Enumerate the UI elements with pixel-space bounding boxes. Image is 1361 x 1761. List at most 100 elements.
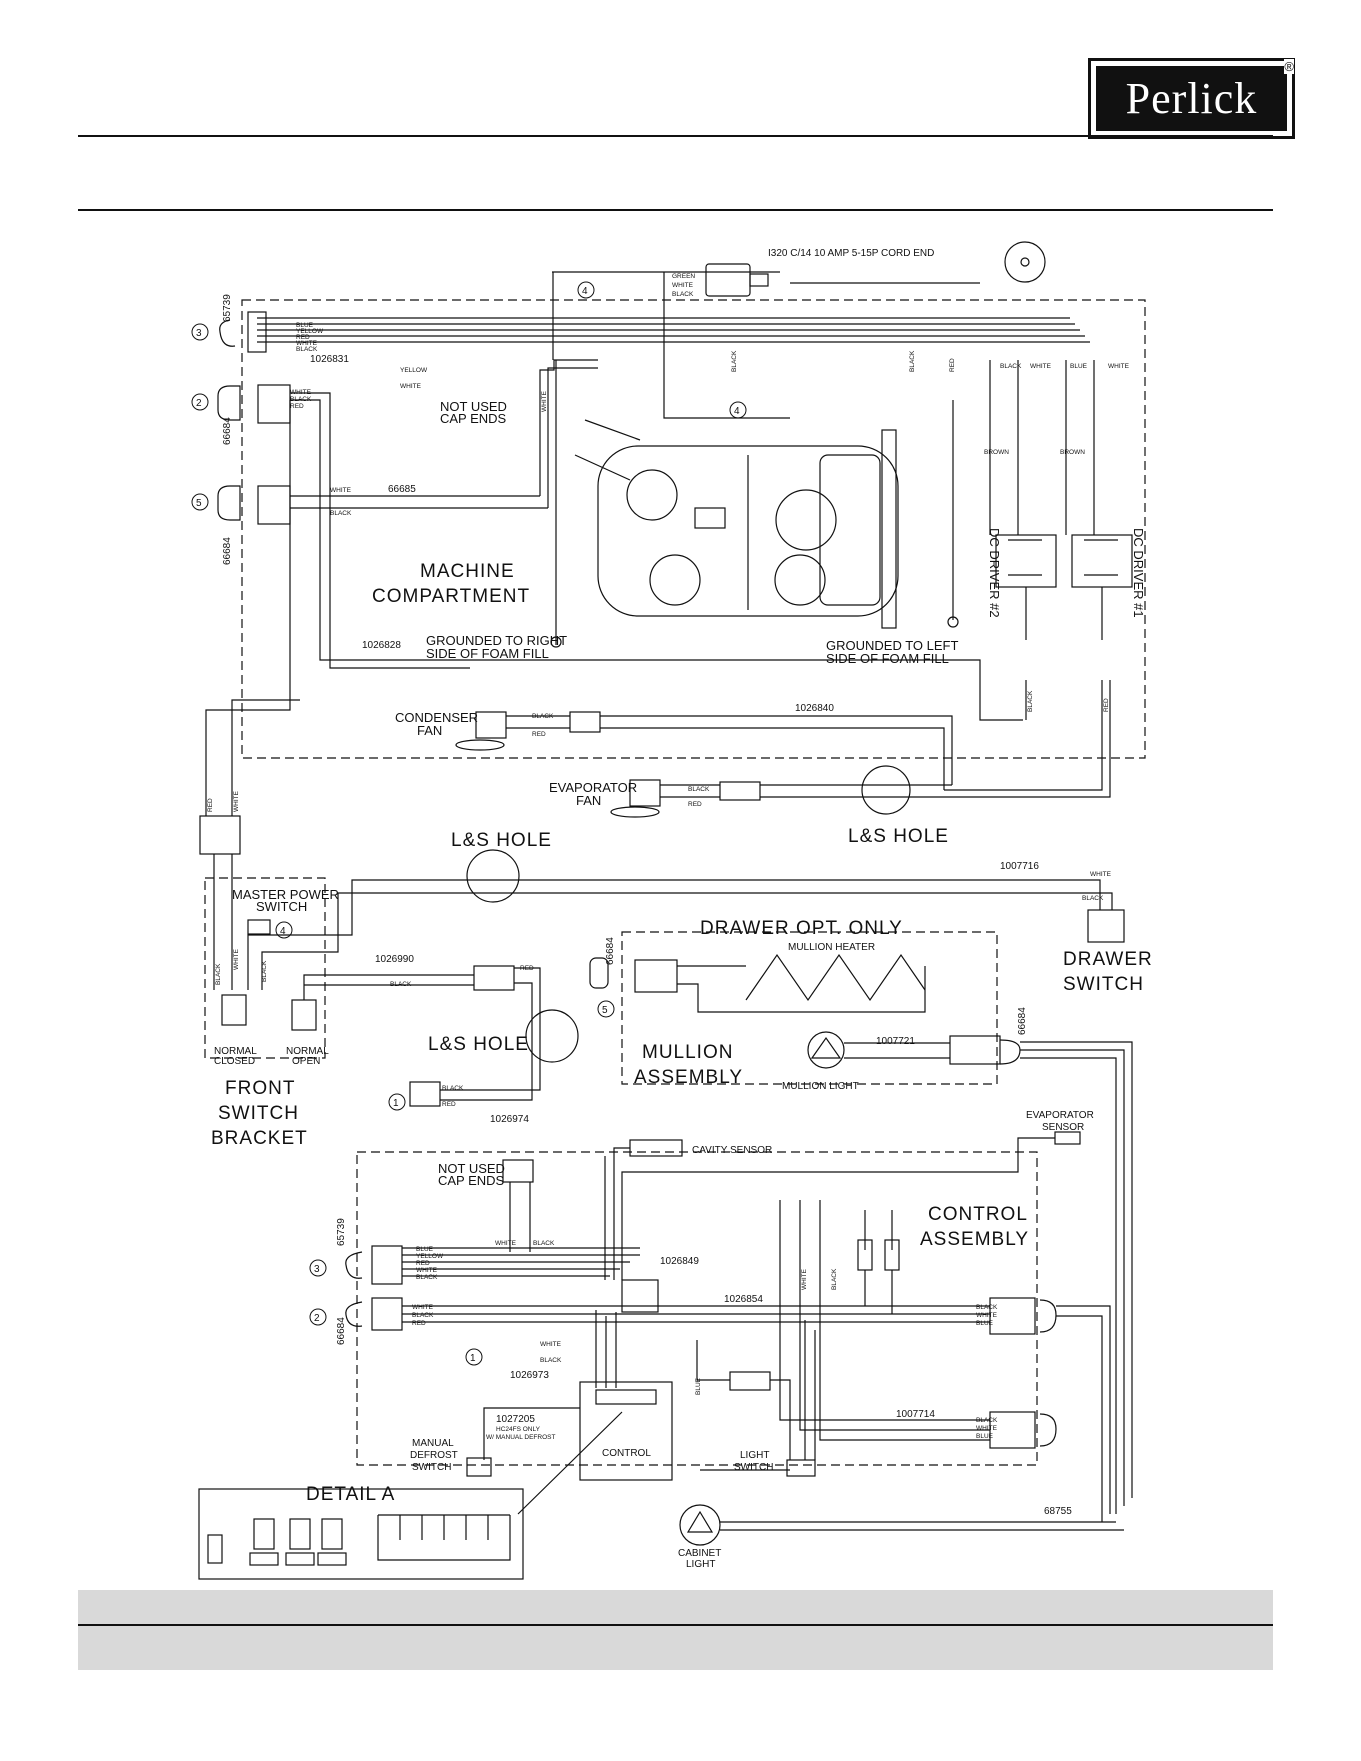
cabinet-light-l2: LIGHT xyxy=(686,1559,715,1570)
master-power-switch-l2: SWITCH xyxy=(256,899,307,914)
normal-closed-l1: NORMAL xyxy=(214,1046,257,1057)
wire-black-cap2: BLACK xyxy=(533,1240,555,1247)
mullion-assembly-l1: MULLION xyxy=(642,1042,733,1063)
ls-hole-3-label: L&S HOLE xyxy=(428,1034,529,1055)
normal-closed-l2: CLOSED xyxy=(214,1056,255,1067)
header-rule-top xyxy=(78,135,1273,137)
wire-black-d2: BLACK xyxy=(1000,363,1022,370)
manual-defrost-l3: SWITCH xyxy=(412,1462,451,1473)
wire-white-d2: WHITE xyxy=(1030,363,1052,370)
evaporator-fan xyxy=(629,779,661,807)
drawer-switch-l2: SWITCH xyxy=(1063,974,1144,995)
wire-blue-ctrl: BLUE xyxy=(416,1246,434,1253)
header-rule-bottom xyxy=(78,209,1273,211)
wire-blue-v12: BLUE xyxy=(695,1377,702,1395)
wire-red-ctrl: RED xyxy=(416,1260,430,1267)
wire-red-bracket: RED xyxy=(520,965,534,972)
footer-rule xyxy=(78,1624,1273,1626)
wire-red-evap: RED xyxy=(688,801,702,808)
control-connector-board xyxy=(621,1279,659,1313)
part-66684-control: 66684 xyxy=(336,1317,347,1345)
callout-4-ground: 4 xyxy=(734,406,740,417)
wire-black-v6: BLACK xyxy=(909,350,916,372)
wire-black-cond: BLACK xyxy=(532,713,554,720)
normal-closed-switch xyxy=(221,994,247,1026)
control-label: CONTROL xyxy=(602,1448,651,1459)
mullion-light-label: MULLION LIGHT xyxy=(782,1081,859,1092)
mullion-connector xyxy=(589,957,609,989)
control-assembly-l1: CONTROL xyxy=(928,1204,1028,1225)
dc-driver-2 xyxy=(995,534,1057,588)
wire-red-c1: RED xyxy=(442,1101,456,1108)
wire-red-label: RED xyxy=(296,334,310,341)
master-power-switch xyxy=(247,919,271,935)
part-1026973: 1026973 xyxy=(510,1370,549,1381)
wire-white-drawer: WHITE xyxy=(1090,871,1112,878)
part-66684-mullion: 66684 xyxy=(605,937,616,965)
evaporator-sensor-l1: EVAPORATOR xyxy=(1026,1110,1094,1121)
wire-black-v11: BLACK xyxy=(831,1268,838,1290)
master-power-switch-l1: MASTER POWER xyxy=(232,887,339,902)
wire-white-c5: WHITE xyxy=(330,487,352,494)
wire-black-bracket: BLACK xyxy=(390,981,412,988)
part-1026974: 1026974 xyxy=(490,1114,529,1125)
callout-1-control: 1 xyxy=(470,1353,476,1364)
evaporator-sensor-l2: SENSOR xyxy=(1042,1122,1084,1133)
wire-brown-d2: BROWN xyxy=(984,449,1009,456)
wire-yellow-cap: YELLOW xyxy=(400,367,428,374)
part-66684-right: 66684 xyxy=(1017,1007,1028,1035)
detail-a-label: DETAIL A xyxy=(306,1484,395,1505)
detail-a-box xyxy=(198,1488,524,1580)
not-used-cap-ends-2-l2: CAP ENDS xyxy=(438,1173,505,1188)
manual-defrost-switch xyxy=(466,1457,492,1477)
control-assembly-box xyxy=(356,1151,1038,1466)
grounded-right-l1: GROUNDED TO RIGHT xyxy=(426,633,567,648)
front-switch-bracket-l2: SWITCH xyxy=(218,1103,299,1124)
wire-black-v8: BLACK xyxy=(1027,690,1034,712)
part-1026828: 1026828 xyxy=(362,640,401,651)
wire-white-d1: WHITE xyxy=(1108,363,1130,370)
mullion-heater-label: MULLION HEATER xyxy=(788,942,875,953)
wire-white-cap: WHITE xyxy=(400,383,422,390)
footer-band-1 xyxy=(78,1590,1273,1624)
wire-blue-d1: BLUE xyxy=(1070,363,1088,370)
condenser-fan-l2: FAN xyxy=(417,723,442,738)
wire-red-v1: RED xyxy=(207,798,214,812)
light-switch-l2: SWITCH xyxy=(734,1462,773,1473)
control-assembly-l2: ASSEMBLY xyxy=(920,1229,1029,1250)
wire-white-v1: WHITE xyxy=(233,790,240,812)
part-1007721: 1007721 xyxy=(876,1036,915,1047)
part-1007716: 1007716 xyxy=(1000,861,1039,872)
not-used-cap-ends-2-l1: NOT USED xyxy=(438,1161,505,1176)
footer-band-2 xyxy=(78,1626,1273,1670)
normal-open-l1: NORMAL xyxy=(286,1046,329,1057)
wire-white-cord: WHITE xyxy=(672,282,694,289)
wire-black-c2: BLACK xyxy=(290,396,312,403)
callout-3-control: 3 xyxy=(314,1264,320,1275)
part-66685: 66685 xyxy=(388,484,416,495)
wire-black-ctrl2: BLACK xyxy=(412,1312,434,1319)
wire-black-label: BLACK xyxy=(296,346,318,353)
wire-white-ctrl: WHITE xyxy=(416,1267,438,1274)
condenser-fan-l1: CONDENSER xyxy=(395,710,478,725)
wire-black-r2: BLACK xyxy=(976,1417,998,1424)
wire-white-c2: WHITE xyxy=(290,389,312,396)
wire-red-ctrl2: RED xyxy=(412,1320,426,1327)
control-module xyxy=(579,1381,673,1481)
cabinet-light-l1: CABINET xyxy=(678,1548,721,1559)
dc-driver-1 xyxy=(1071,534,1133,588)
wire-black-v5: BLACK xyxy=(731,350,738,372)
callout-5-top: 5 xyxy=(196,498,202,509)
wire-white-ctrl2: WHITE xyxy=(412,1304,434,1311)
wire-yellow-label: YELLOW xyxy=(296,328,324,335)
ls-hole-1 xyxy=(861,765,911,815)
perlick-logo: Perlick ® xyxy=(1088,58,1295,139)
normal-open-switch xyxy=(291,999,317,1031)
wire-red-c2: RED xyxy=(290,403,304,410)
wire-white-r1: WHITE xyxy=(976,1312,998,1319)
front-switch-bracket-l3: BRACKET xyxy=(211,1128,308,1149)
part-1026831: 1026831 xyxy=(310,354,349,365)
wire-black-c1b: BLACK xyxy=(540,1357,562,1364)
connector-5-top xyxy=(257,485,291,525)
wire-black-c5: BLACK xyxy=(330,510,352,517)
